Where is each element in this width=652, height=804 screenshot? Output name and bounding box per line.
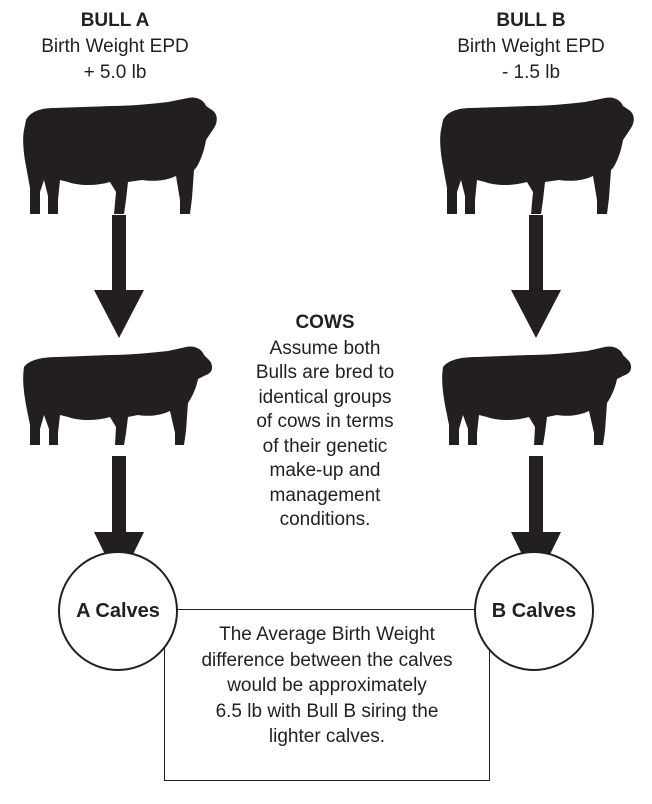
cow-a-silhouette-icon: [23, 346, 212, 445]
cow-b-silhouette-icon: [442, 346, 631, 445]
arrow-bull-a-to-cows-icon: [94, 215, 144, 338]
bull-a-silhouette-icon: [23, 97, 217, 214]
b-calves-label: B Calves: [492, 600, 577, 623]
arrow-bull-b-to-cows-icon: [511, 215, 561, 338]
a-calves-circle: A Calves: [58, 551, 178, 671]
cows-line: conditions.: [225, 508, 425, 533]
cows-line: make-up and: [225, 459, 425, 484]
b-calves-circle: B Calves: [474, 551, 594, 671]
birth-weight-note-box: The Average Birth Weight difference betw…: [164, 609, 490, 781]
bull-b-silhouette-icon: [440, 97, 634, 214]
note-line: would be approximately: [165, 673, 489, 699]
cows-line: of their genetic: [225, 435, 425, 460]
cows-line: Assume both: [225, 337, 425, 362]
cows-line: of cows in terms: [225, 410, 425, 435]
cows-line: management: [225, 484, 425, 509]
note-line: The Average Birth Weight: [165, 622, 489, 648]
cows-title: COWS: [225, 311, 425, 336]
cows-line: Bulls are bred to: [225, 361, 425, 386]
note-line: difference between the calves: [165, 648, 489, 674]
a-calves-label: A Calves: [76, 600, 160, 623]
cows-description: COWS Assume both Bulls are bred to ident…: [225, 311, 425, 533]
note-line: lighter calves.: [165, 724, 489, 750]
note-line: 6.5 lb with Bull B siring the: [165, 699, 489, 725]
cows-line: identical groups: [225, 386, 425, 411]
